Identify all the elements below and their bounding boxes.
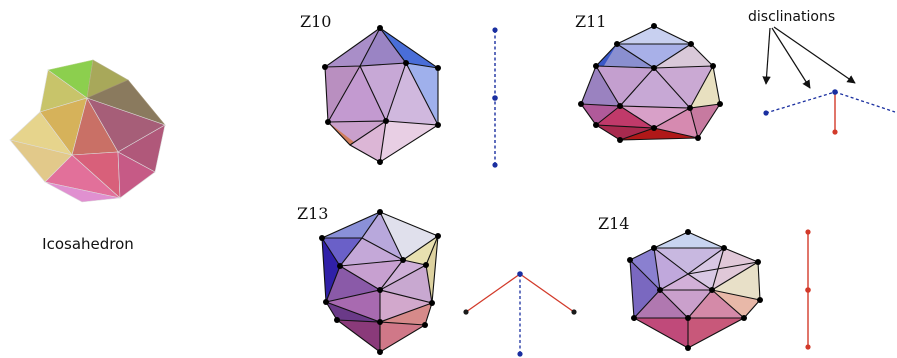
z13-polyhedron — [319, 209, 441, 355]
z14-disclination-line — [805, 229, 811, 350]
z14-label: Z14 — [598, 214, 629, 233]
disclinations-annotation: disclinations — [748, 9, 835, 25]
z11-disclination-lines — [763, 89, 896, 135]
z14-polyhedron — [627, 229, 763, 351]
z11-label: Z11 — [575, 12, 606, 31]
z10-label: Z10 — [300, 12, 331, 31]
icosahedron-model — [9, 59, 166, 203]
z11-polyhedron — [578, 23, 723, 143]
z13-label: Z13 — [297, 204, 328, 223]
z10-disclination-line — [492, 27, 498, 168]
z10-polyhedron — [322, 25, 441, 165]
disclination-arrows — [762, 26, 856, 89]
z13-disclination-lines — [463, 271, 577, 357]
icosahedron-label: Icosahedron — [42, 235, 134, 253]
